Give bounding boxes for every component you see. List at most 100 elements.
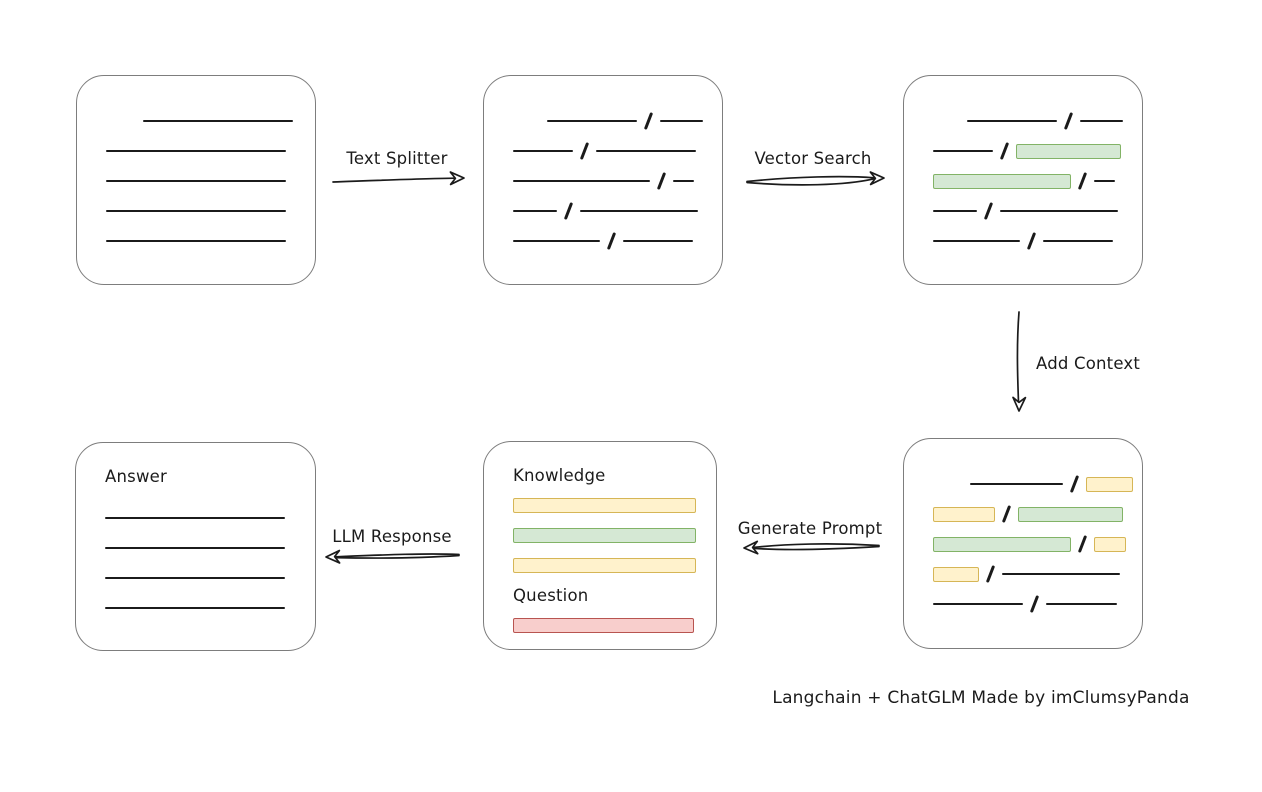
slash-separator	[563, 202, 574, 220]
knowledge-label: Knowledge	[513, 465, 606, 485]
box-row	[106, 196, 289, 226]
box-row	[513, 226, 696, 256]
text-line	[1002, 573, 1120, 575]
box-row	[106, 106, 293, 136]
text-splitter-label: Text Splitter	[346, 149, 448, 168]
text-line	[143, 120, 293, 122]
add-context-label: Add Context	[1036, 354, 1141, 373]
vector-matched-box	[903, 75, 1143, 285]
green-highlight-chip	[1016, 143, 1121, 159]
text-line	[106, 150, 286, 152]
text-line	[513, 150, 573, 152]
green-highlight-chip	[1018, 506, 1123, 522]
slash-separator	[1077, 535, 1088, 553]
box-row	[513, 520, 696, 550]
slash-separator	[656, 172, 667, 190]
yellow-highlight-chip	[1086, 476, 1133, 492]
text-line	[673, 180, 694, 182]
answer-box: Answer	[75, 442, 316, 651]
text-line	[105, 607, 285, 609]
vector-search-arrow	[746, 171, 885, 186]
text-line	[933, 240, 1020, 242]
indent-gap	[513, 121, 540, 122]
indent-gap	[106, 121, 136, 122]
text-line	[513, 180, 650, 182]
text-line	[580, 210, 698, 212]
text-line	[596, 150, 696, 152]
box-row	[933, 136, 1121, 166]
text-line	[933, 210, 977, 212]
slash-separator	[643, 112, 654, 130]
text-line	[1080, 120, 1123, 122]
box-row	[933, 589, 1117, 619]
slash-separator	[1063, 112, 1074, 130]
box-row	[106, 136, 289, 166]
indent-gap	[933, 121, 960, 122]
slash-separator	[579, 142, 590, 160]
slash-separator	[1077, 172, 1088, 190]
text-line	[1043, 240, 1113, 242]
add-context-arrow	[1012, 311, 1027, 412]
box-row	[513, 196, 698, 226]
yellow-highlight-chip	[933, 506, 995, 522]
green-highlight-chip	[513, 527, 696, 543]
box-row	[513, 610, 694, 640]
text-line	[106, 240, 286, 242]
text-line	[106, 180, 286, 182]
text-line	[106, 210, 286, 212]
text-line	[970, 483, 1063, 485]
document-box	[76, 75, 316, 285]
box-row	[933, 106, 1123, 136]
diagram-caption: Langchain + ChatGLM Made by imClumsyPand…	[772, 688, 1190, 708]
slash-separator	[1029, 595, 1040, 613]
text-line	[513, 210, 557, 212]
box-row	[933, 196, 1118, 226]
text-line	[1046, 603, 1117, 605]
box-row: Knowledge	[513, 460, 690, 490]
box-row	[933, 469, 1133, 499]
slash-separator	[1026, 232, 1037, 250]
text-line	[105, 577, 285, 579]
slash-separator	[606, 232, 617, 250]
slash-separator	[999, 142, 1010, 160]
generate-prompt-label: Generate Prompt	[737, 519, 883, 538]
indent-gap	[933, 484, 963, 485]
text-line	[933, 150, 993, 152]
box-row	[105, 563, 289, 593]
slash-separator	[1001, 505, 1012, 523]
text-line	[967, 120, 1057, 122]
slash-separator	[985, 565, 996, 583]
text-line	[660, 120, 703, 122]
yellow-highlight-chip	[1094, 536, 1126, 552]
box-row	[933, 529, 1126, 559]
yellow-highlight-chip	[513, 497, 696, 513]
generate-prompt-arrow	[743, 540, 880, 555]
vector-search-label: Vector Search	[754, 149, 872, 168]
slash-separator	[983, 202, 994, 220]
text-line	[1094, 180, 1115, 182]
slash-separator	[1069, 475, 1080, 493]
box-row	[513, 550, 696, 580]
green-highlight-chip	[933, 536, 1071, 552]
red-highlight-chip	[513, 617, 694, 633]
box-row	[106, 166, 289, 196]
text-line	[1000, 210, 1118, 212]
box-row	[513, 490, 696, 520]
green-highlight-chip	[933, 173, 1071, 189]
box-row	[105, 503, 289, 533]
box-row	[105, 533, 289, 563]
box-row	[933, 499, 1123, 529]
box-row: Question	[513, 580, 690, 610]
text-splitter-arrow	[332, 171, 465, 186]
llm-response-arrow	[325, 549, 460, 564]
yellow-highlight-chip	[933, 566, 979, 582]
box-row	[933, 166, 1116, 196]
question-label: Question	[513, 585, 589, 605]
box-row	[513, 166, 696, 196]
llm-response-label: LLM Response	[332, 527, 452, 546]
text-line	[513, 240, 600, 242]
box-row	[106, 226, 289, 256]
text-line	[105, 547, 285, 549]
